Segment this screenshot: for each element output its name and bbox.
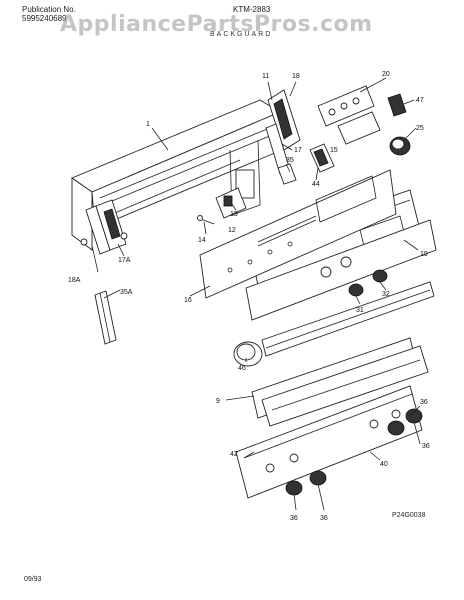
callout-47: 47 (416, 97, 424, 104)
callout-36-left: 36 (290, 515, 298, 522)
callout-12: 12 (228, 227, 236, 234)
publication-number: 5995240689 (22, 14, 67, 23)
callout-1: 1 (146, 121, 150, 128)
callout-13: 13 (230, 211, 238, 218)
manifold-panel-40 (235, 385, 423, 499)
watermark: AppliancePartsPros.com (60, 12, 373, 37)
callout-46: 46 (238, 365, 246, 372)
control-board-part-20 (317, 85, 407, 145)
callout-11: 11 (262, 73, 269, 80)
callout-18: 18 (292, 73, 300, 80)
switch-part-15 (277, 143, 335, 185)
callout-42: 42 (230, 451, 238, 458)
callout-17a: 17A (118, 257, 131, 264)
callout-36-mid: 36 (320, 515, 328, 522)
left-end-cap-part (80, 199, 128, 255)
publication-date: 09/93 (24, 576, 42, 583)
knob-part-25 (389, 136, 411, 156)
callout-15: 15 (330, 147, 338, 154)
leader-lines (91, 77, 421, 511)
control-knobs-36 (285, 408, 423, 496)
publication-label: Publication No. (22, 5, 76, 14)
callout-14: 14 (198, 237, 206, 244)
back-panel-part (71, 99, 283, 251)
knob-part-46 (233, 341, 263, 367)
callout-labels: 1 11 18 20 47 25 17 15 35 44 13 12 14 17… (68, 71, 430, 522)
callout-17: 17 (294, 147, 302, 154)
diagram-code: P24G0038 (392, 512, 426, 519)
right-end-cap-part (265, 89, 301, 175)
callout-36-upper: 36 (420, 399, 428, 406)
trim-strip (261, 281, 435, 357)
callout-44: 44 (312, 181, 320, 188)
section-title: BACKGUARD (210, 31, 273, 38)
callout-36-right: 36 (422, 443, 430, 450)
callout-35a: 35A (120, 289, 133, 296)
callout-35: 35 (286, 157, 294, 164)
cover-panel-9 (251, 337, 429, 427)
control-panel-16 (199, 169, 397, 299)
bracket-parts-12-13-14 (197, 187, 247, 225)
callout-31: 31 (356, 307, 364, 314)
callout-40: 40 (380, 461, 388, 468)
knob-panel (245, 219, 437, 321)
callout-19: 19 (420, 251, 428, 258)
model-number: KTM-2883 (233, 5, 271, 14)
callout-16: 16 (184, 297, 192, 304)
callout-32: 32 (382, 291, 390, 298)
callout-9: 9 (216, 398, 220, 405)
callout-18a: 18A (68, 277, 81, 284)
trim-strip-35a (94, 290, 117, 345)
callout-25: 25 (416, 125, 424, 132)
callout-20: 20 (382, 71, 390, 78)
